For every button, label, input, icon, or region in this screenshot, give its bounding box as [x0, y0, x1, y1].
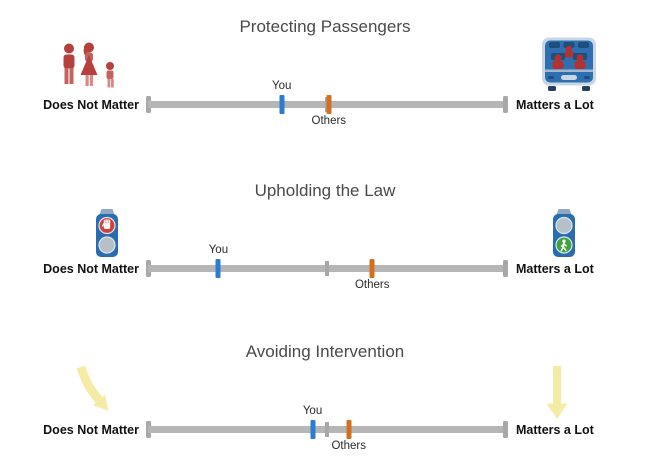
- others-marker: Others: [312, 95, 346, 127]
- slider-max-label: Matters a Lot: [516, 97, 594, 112]
- passenger-vehicle-icon: [540, 37, 598, 93]
- slider-max-label: Matters a Lot: [516, 422, 594, 437]
- you-marker-label: You: [208, 244, 229, 256]
- others-marker: Others: [355, 259, 390, 291]
- section-upholding-the-law: Upholding the Law Does Not Matte: [0, 155, 650, 310]
- slider-upholding-the-law: Does Not Matter Others You Matters a Lot: [0, 244, 650, 291]
- midpoint-tick: [325, 422, 329, 437]
- others-marker-label: Others: [354, 279, 390, 291]
- slider-min-label: Does Not Matter: [43, 422, 139, 437]
- walk-signal-icon: [551, 208, 577, 258]
- stop-signal-icon: [94, 208, 120, 258]
- you-marker[interactable]: You: [209, 244, 228, 278]
- section-avoiding-intervention: Avoiding Intervention Does Not Matter Ot…: [0, 310, 650, 466]
- track-right-cap: [503, 96, 508, 113]
- section-title: Upholding the Law: [254, 181, 396, 200]
- track-right-cap: [503, 260, 508, 277]
- slider-max-label: Matters a Lot: [516, 261, 594, 276]
- slider-track: Others You: [146, 405, 508, 452]
- track-right-cap: [503, 421, 508, 438]
- you-marker-label: You: [272, 80, 292, 92]
- section-protecting-passengers: Protecting Passengers: [0, 0, 650, 155]
- pedestrian-family-icon: [58, 42, 124, 96]
- slider-min-label: Does Not Matter: [43, 97, 139, 112]
- slider-avoiding-intervention: Does Not Matter Others You Matters a Lot: [0, 405, 650, 452]
- slider-protecting-passengers: Does Not Matter Others You Matters a Lot: [0, 80, 650, 127]
- you-marker[interactable]: You: [303, 405, 322, 439]
- you-marker[interactable]: You: [272, 80, 291, 114]
- slider-track: Others You: [146, 244, 508, 291]
- section-title: Protecting Passengers: [239, 17, 411, 36]
- section-title: Avoiding Intervention: [245, 342, 405, 361]
- others-marker-label: Others: [311, 115, 347, 127]
- others-marker-label: Others: [331, 440, 366, 452]
- slider-track: Others You: [146, 80, 508, 127]
- straight-arrow-icon: [542, 366, 572, 421]
- midpoint-tick: [325, 261, 329, 276]
- you-marker-label: You: [302, 405, 323, 417]
- swerve-arrow-icon: [70, 365, 120, 419]
- slider-min-label: Does Not Matter: [43, 261, 139, 276]
- others-marker: Others: [331, 420, 366, 452]
